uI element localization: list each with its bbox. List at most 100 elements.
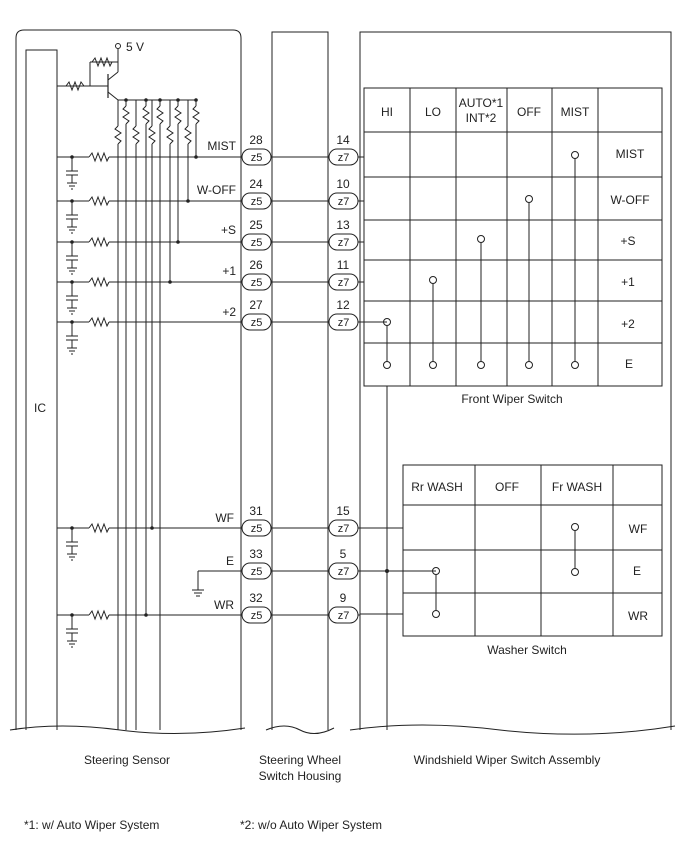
ws-row-wr: WR bbox=[628, 609, 648, 623]
pull-up-resistors bbox=[114, 98, 200, 145]
ic-label: IC bbox=[34, 401, 46, 415]
sensor-lines bbox=[57, 151, 241, 648]
junction-dot bbox=[194, 98, 198, 102]
connector-z7-label: z7 bbox=[338, 523, 350, 535]
pin-number: 13 bbox=[336, 218, 350, 232]
junction-dot bbox=[186, 199, 190, 203]
housing-label-line2: Switch Housing bbox=[259, 769, 342, 783]
pull-up-resistor bbox=[148, 125, 156, 145]
connector-z5 bbox=[241, 519, 272, 537]
assembly-wiring bbox=[360, 156, 436, 730]
pull-up-resistor bbox=[114, 125, 122, 145]
connector-z7-label: z7 bbox=[338, 566, 350, 578]
front-wiper-contacts bbox=[383, 151, 579, 369]
junction-dot bbox=[150, 526, 154, 530]
series-resistor bbox=[88, 236, 110, 248]
junction-dot bbox=[124, 98, 128, 102]
connector-z5-label: z5 bbox=[251, 237, 263, 249]
pin-number: 5 bbox=[340, 547, 347, 561]
ic-box: IC bbox=[25, 49, 58, 730]
signal-label: WR bbox=[214, 598, 234, 612]
junction-dot bbox=[144, 98, 148, 102]
pin-number: 28 bbox=[249, 133, 263, 147]
pull-up-resistor bbox=[156, 105, 164, 125]
connector-z5-label: z5 bbox=[251, 196, 263, 208]
ground-symbol bbox=[192, 570, 241, 597]
connector-z5-label: z5 bbox=[251, 277, 263, 289]
signal-label: WF bbox=[215, 511, 234, 525]
steering-sensor-outline bbox=[9, 29, 246, 735]
pin-number: 31 bbox=[249, 504, 263, 518]
ws-row-e: E bbox=[633, 564, 641, 578]
connector-z7-label: z7 bbox=[338, 237, 350, 249]
series-resistor bbox=[88, 195, 110, 207]
series-resistor bbox=[88, 609, 110, 621]
fw-header-lo: LO bbox=[425, 105, 441, 119]
signal-label: +2 bbox=[222, 305, 236, 319]
pin-number: 25 bbox=[249, 218, 263, 232]
assembly-label: Windshield Wiper Switch Assembly bbox=[414, 753, 601, 767]
pull-up-resistor bbox=[174, 105, 182, 125]
ws-header-rr: Rr WASH bbox=[411, 480, 463, 494]
connector-z7-label: z7 bbox=[338, 196, 350, 208]
fw-header-int: INT*2 bbox=[466, 111, 497, 125]
connector-z5-label: z5 bbox=[251, 610, 263, 622]
pin-number: 11 bbox=[337, 258, 350, 272]
junction-dot bbox=[194, 155, 198, 159]
pull-up-resistor bbox=[184, 125, 192, 145]
junction-dot bbox=[176, 240, 180, 244]
steering-sensor-label: Steering Sensor bbox=[84, 753, 170, 767]
pin-number: 15 bbox=[336, 504, 350, 518]
housing-label-line1: Steering Wheel bbox=[259, 753, 341, 767]
fw-header-hi: HI bbox=[381, 105, 393, 119]
pull-up-resistor bbox=[122, 105, 130, 125]
component-labels: Steering Sensor Steering Wheel Switch Ho… bbox=[84, 753, 600, 783]
signal-label: MIST bbox=[207, 139, 236, 153]
pin-number: 9 bbox=[340, 591, 347, 605]
connector-z5 bbox=[241, 273, 272, 291]
signal-label: +1 bbox=[222, 264, 236, 278]
pull-up-resistor bbox=[142, 105, 150, 125]
connector-z5-label: z5 bbox=[251, 566, 263, 578]
junction-dot bbox=[144, 613, 148, 617]
housing-outline bbox=[265, 31, 335, 734]
assembly-outline bbox=[349, 31, 676, 735]
connector-z5 bbox=[241, 192, 272, 210]
fw-row-2: +2 bbox=[621, 317, 635, 331]
pin-number: 14 bbox=[336, 133, 350, 147]
sensor-connectors: MIST W-OFF +S +1 +2 WF E WR 28 24 25 26 … bbox=[197, 133, 350, 612]
power-supply: 5 V bbox=[57, 40, 196, 101]
series-resistor bbox=[88, 522, 110, 534]
washer-title: Washer Switch bbox=[487, 643, 567, 657]
pin-number: 12 bbox=[336, 298, 350, 312]
series-resistor bbox=[88, 316, 110, 328]
footnotes: *1: w/ Auto Wiper System *2: w/o Auto Wi… bbox=[24, 818, 382, 832]
junction-dot bbox=[158, 98, 162, 102]
connector-z5 bbox=[241, 148, 272, 166]
signal-label: W-OFF bbox=[197, 183, 236, 197]
washer-switch: Rr WASH OFF Fr WASH WF E WR Washer Switc… bbox=[402, 464, 663, 657]
connector-z5-label: z5 bbox=[251, 317, 263, 329]
front-wiper-switch: HI LO AUTO*1 INT*2 OFF MIST MIST W-OFF +… bbox=[363, 87, 663, 406]
bus-lines bbox=[117, 124, 197, 730]
pull-up-resistor bbox=[166, 125, 174, 145]
supply-label: 5 V bbox=[126, 40, 144, 54]
connector-z5 bbox=[241, 606, 272, 624]
fw-row-s: +S bbox=[620, 234, 635, 248]
fw-row-woff: W-OFF bbox=[610, 193, 649, 207]
pin-number: 33 bbox=[249, 547, 263, 561]
fw-header-mist: MIST bbox=[561, 105, 590, 119]
signal-label: E bbox=[226, 554, 234, 568]
connector-z5-label: z5 bbox=[251, 152, 263, 164]
connector-z7-label: z7 bbox=[338, 610, 350, 622]
series-resistor bbox=[88, 151, 110, 163]
junction-dot bbox=[168, 280, 172, 284]
pull-up-resistor bbox=[132, 125, 140, 145]
pin-number: 26 bbox=[249, 258, 263, 272]
signal-label: +S bbox=[221, 223, 236, 237]
pin-number: 32 bbox=[249, 591, 263, 605]
connector-z7-label: z7 bbox=[338, 277, 350, 289]
junction-dot bbox=[176, 98, 180, 102]
